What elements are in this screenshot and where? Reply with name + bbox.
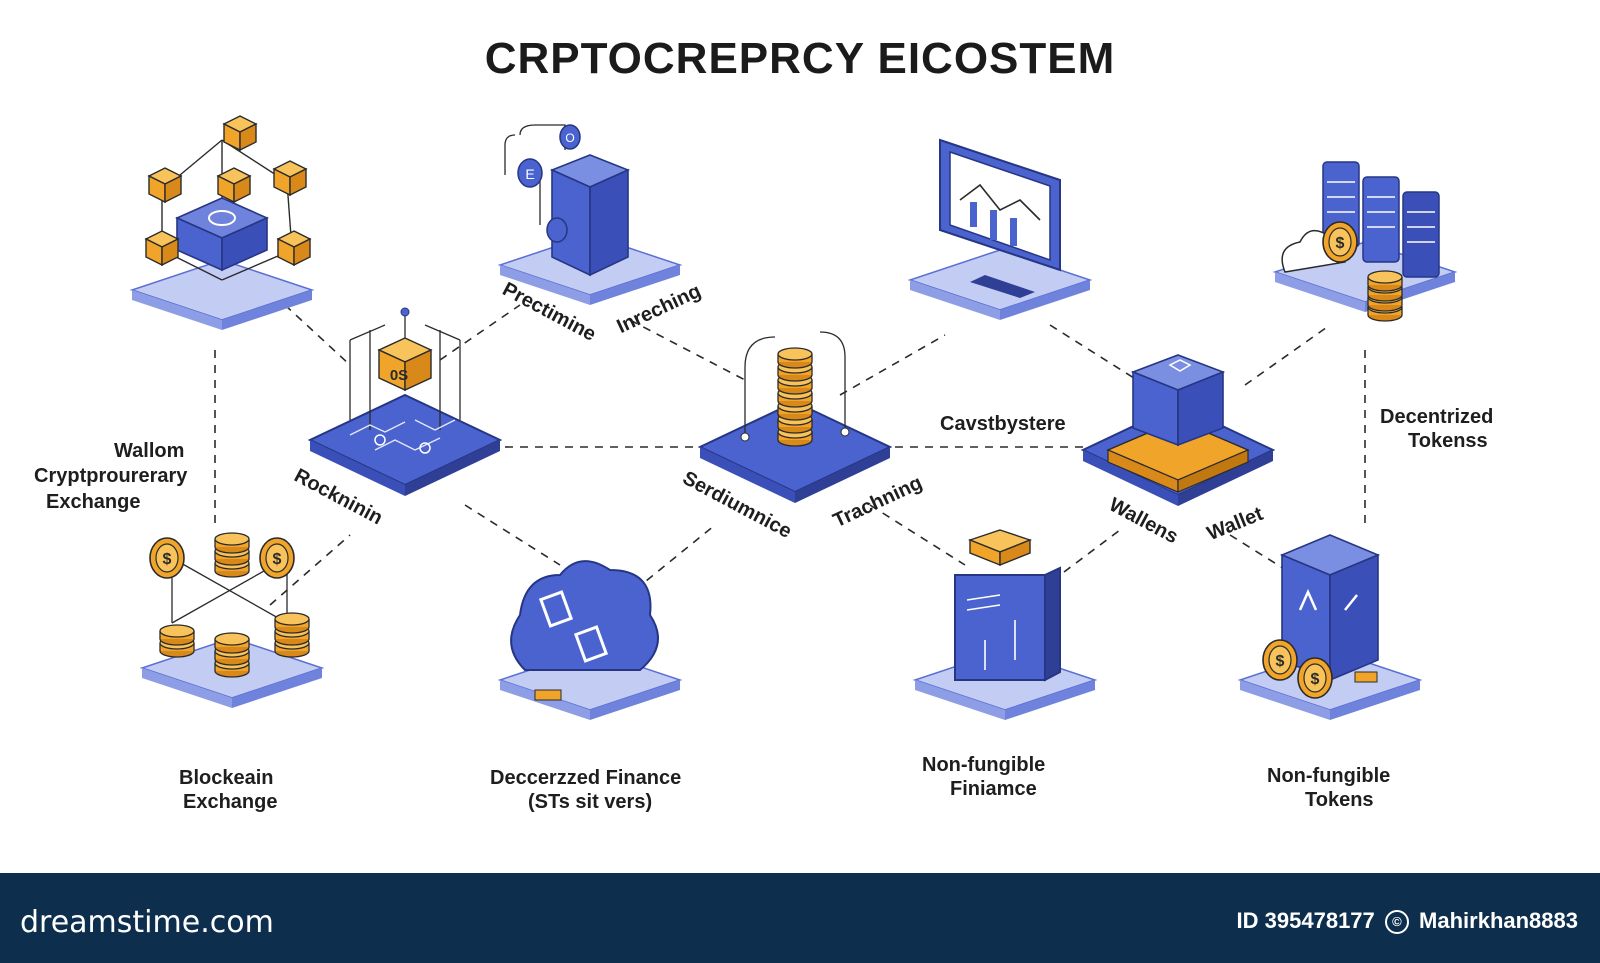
image-id: ID 395478177 [1236, 908, 1375, 933]
label-defi-line1: Deccerzzed Finance [490, 767, 682, 789]
label-wallom: Wallom [114, 440, 185, 462]
label-blockeain-line1: Blockeain [179, 767, 274, 789]
svg-text:O: O [565, 131, 574, 145]
svg-text:0S: 0S [390, 367, 408, 384]
label-decentrized-line2: Tokenss [1408, 430, 1488, 452]
copyright-icon: © [1384, 910, 1409, 934]
footer-credit: ID 395478177 © Mahirkhan8883 [1237, 908, 1578, 934]
label-blockeain-line2: Exchange [183, 791, 278, 813]
wallet-box-icon [1082, 354, 1274, 507]
blockchain-network-icon [131, 115, 313, 331]
cloud-finance-icon [499, 560, 681, 721]
page-title: CRPTOCREPRCY EICOSTEM [484, 34, 1116, 83]
nft-finance-icon [914, 529, 1096, 721]
label-cavstbystere: Cavstbystere [940, 413, 1066, 435]
svg-text:E: E [525, 166, 534, 182]
author-name[interactable]: Mahirkhan8883 [1419, 908, 1578, 933]
label-nf-tokens-line2: Tokens [1305, 789, 1374, 811]
label-crypto-exchange-line2: Exchange [46, 491, 141, 513]
footer-brand[interactable]: dreamstime.com [20, 905, 274, 940]
ecosystem-diagram: $ [131, 115, 1456, 721]
label-defi-line2: (STs sit vers) [528, 791, 653, 813]
monitor-chart-icon [909, 138, 1091, 321]
connector-lines [214, 304, 1366, 606]
label-nf-finance-line1: Non-fungible [922, 754, 1046, 776]
exchange-coins-icon [141, 532, 323, 709]
label-nf-tokens-line1: Non-fungible [1267, 765, 1391, 787]
circuit-cube-icon: 0S [309, 307, 501, 497]
footer-bar: dreamstime.com ID 395478177 © Mahirkhan8… [0, 873, 1600, 963]
label-nf-finance-line2: Finiamce [950, 778, 1037, 800]
label-decentrized-line1: Decentrized [1380, 406, 1494, 428]
coin-stack-icon [699, 331, 891, 504]
nft-token-icon [1239, 534, 1421, 721]
label-crypto-exchange-line1: Cryptprourerary [34, 465, 188, 487]
token-servers-icon [1274, 161, 1456, 322]
mining-machine-icon: E O [499, 124, 681, 306]
